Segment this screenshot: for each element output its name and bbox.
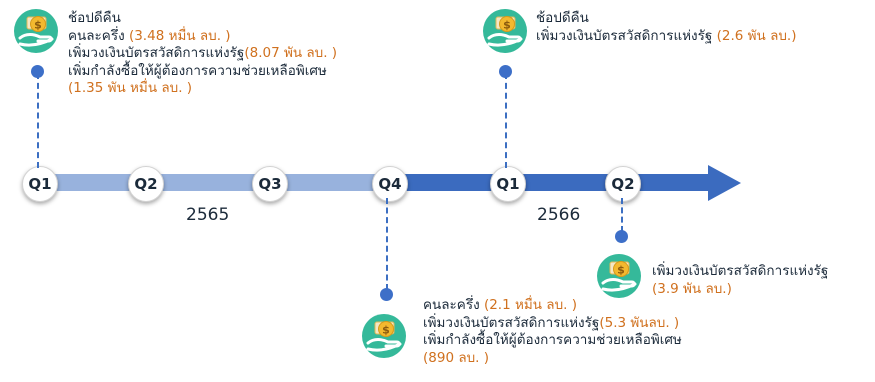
event-q2-2566-text: เพิ่มวงเงินบัตรสวัสดิการแห่งรัฐ (3.9 พัน… — [652, 263, 828, 298]
event-line: เพิ่มวงเงินบัตรสวัสดิการแห่งรัฐ(5.3 พันล… — [423, 314, 680, 331]
timeline-bar-2565 — [30, 174, 390, 191]
quarter-marker-q3-2565: Q3 — [252, 166, 288, 202]
connector-dot-e2 — [499, 65, 512, 78]
timeline-bar-2566 — [388, 174, 710, 191]
money-hand-icon — [14, 9, 58, 53]
year-label-2566: 2566 — [537, 205, 581, 225]
connector-e3 — [386, 198, 388, 290]
quarter-marker-q2-2566: Q2 — [605, 166, 641, 202]
event-q4-2565-text: คนละครึ่ง (2.1 หมื่น ลบ. ) เพิ่มวงเงินบั… — [423, 297, 682, 367]
event-line: (1.35 พัน หมื่น ลบ. ) — [68, 80, 193, 96]
event-line: ช้อปดีคืน — [68, 10, 121, 26]
event-line: เพิ่มวงเงินบัตรสวัสดิการแห่งรัฐ(8.07 พัน… — [68, 45, 338, 61]
event-q1-2566-text: ช้อปดีคืน เพิ่มวงเงินบัตรสวัสดิการแห่งรั… — [536, 10, 796, 45]
event-line: (3.9 พัน ลบ.) — [652, 280, 732, 297]
money-hand-icon — [597, 254, 641, 298]
quarter-marker-q4-2565: Q4 — [372, 166, 408, 202]
event-q1-2565-text: ช้อปดีคืน คนละครึ่ง (3.48 หมื่น ลบ. ) เพ… — [68, 10, 337, 98]
event-line: เพิ่มกำลังซื้อให้ผู้ต้องการความช่วยเหลือ… — [423, 332, 682, 348]
connector-e1 — [37, 73, 39, 168]
money-hand-icon — [362, 314, 406, 358]
event-line: (890 ลบ. ) — [423, 349, 490, 366]
connector-dot-e1 — [31, 65, 44, 78]
quarter-marker-q1-2565: Q1 — [22, 166, 58, 202]
event-line: เพิ่มวงเงินบัตรสวัสดิการแห่งรัฐ (2.6 พัน… — [536, 27, 797, 44]
event-line: คนละครึ่ง (2.1 หมื่น ลบ. ) — [423, 297, 577, 313]
money-hand-icon — [483, 9, 527, 53]
quarter-marker-q2-2565: Q2 — [128, 166, 164, 202]
event-line: เพิ่มกำลังซื้อให้ผู้ต้องการความช่วยเหลือ… — [68, 62, 327, 79]
quarter-marker-q1-2566: Q1 — [490, 166, 526, 202]
connector-e4 — [621, 198, 623, 232]
connector-dot-e4 — [615, 230, 628, 243]
event-line: ช้อปดีคืน — [536, 10, 589, 26]
event-line: คนละครึ่ง (3.48 หมื่น ลบ. ) — [68, 27, 231, 44]
connector-dot-e3 — [380, 288, 393, 301]
connector-e2 — [505, 73, 507, 168]
timeline-arrowhead — [708, 165, 741, 201]
year-label-2565: 2565 — [186, 205, 230, 225]
event-line: เพิ่มวงเงินบัตรสวัสดิการแห่งรัฐ — [652, 263, 829, 279]
